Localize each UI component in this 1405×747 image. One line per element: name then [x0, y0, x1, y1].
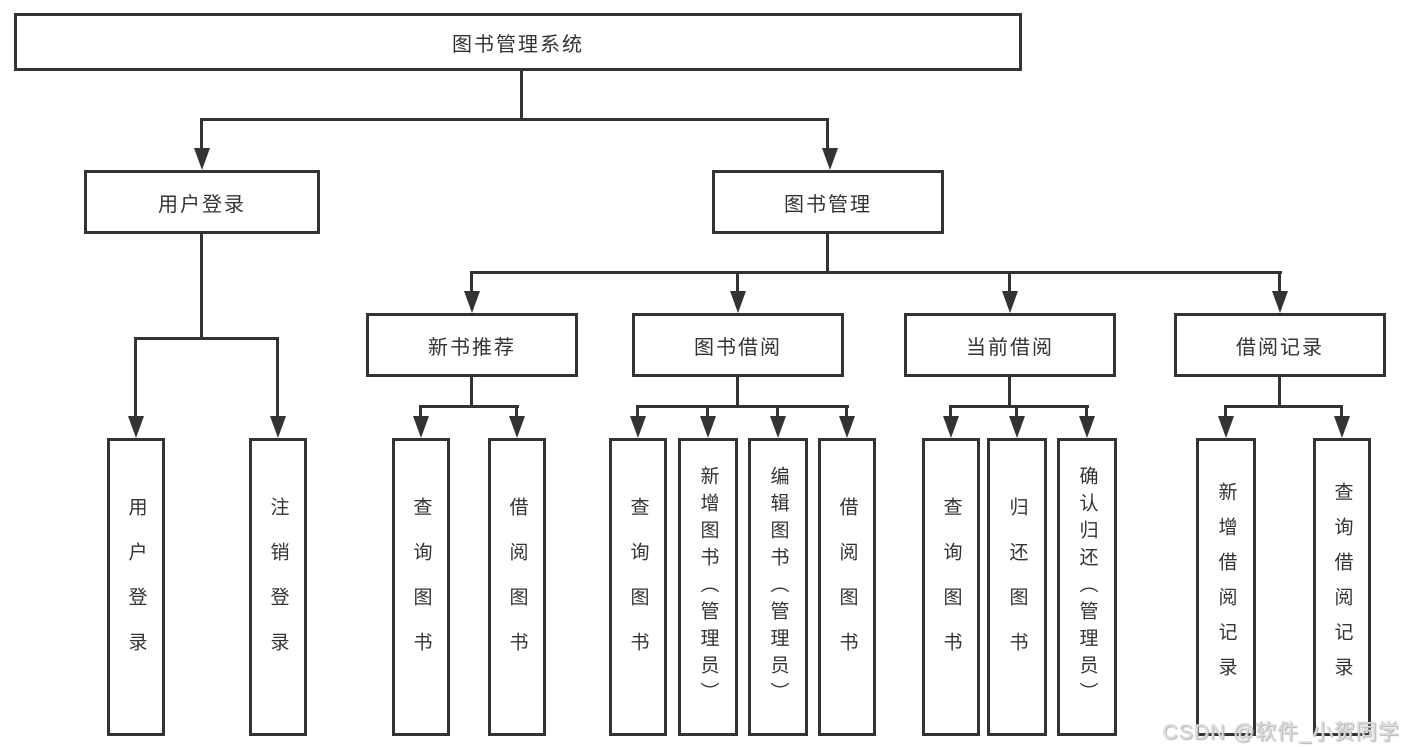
connector-line [636, 407, 639, 417]
node-label: 借阅图书 [506, 497, 528, 677]
connector-line [200, 120, 203, 150]
node-user-login: 用户登录 [84, 170, 320, 234]
connector-line [736, 273, 739, 292]
arrowhead-down-icon [822, 148, 838, 170]
arrowhead-down-icon [630, 416, 646, 438]
connector-line [826, 234, 829, 273]
connector-line [1278, 377, 1281, 408]
leaf-borrow-books: 借阅图书 [818, 438, 876, 736]
leaf-query-books-recommend: 查询图书 [392, 438, 450, 736]
node-book-borrowing: 图书借阅 [632, 313, 844, 377]
connector-line [1015, 407, 1018, 417]
connector-line [736, 377, 739, 408]
node-label: 图书借阅 [694, 336, 782, 359]
arrowhead-down-icon [1334, 416, 1350, 438]
node-label: 新增借阅记录 [1215, 482, 1237, 692]
leaf-edit-books-admin: 编辑图书（管理员） [748, 438, 808, 736]
node-label: 查询借阅记录 [1331, 482, 1353, 692]
connector-line [636, 405, 849, 408]
node-label: 归还图书 [1006, 497, 1028, 677]
connector-line [1224, 405, 1343, 408]
connector-line [1008, 377, 1011, 408]
node-label: 确认归还（管理员） [1076, 465, 1098, 709]
node-label: 查询图书 [410, 497, 432, 677]
connector-line [949, 405, 1089, 408]
leaf-user-login: 用户登录 [107, 438, 165, 736]
connector-line [706, 407, 709, 417]
connector-line [470, 377, 473, 408]
leaf-query-books-current: 查询图书 [922, 438, 980, 736]
connector-line [200, 118, 829, 121]
connector-line [515, 407, 518, 417]
arrowhead-down-icon [1272, 291, 1288, 313]
arrowhead-down-icon [839, 416, 855, 438]
arrowhead-down-icon [413, 416, 429, 438]
leaf-logout-login: 注销登录 [249, 438, 307, 736]
connector-line [200, 234, 203, 338]
node-label: 注销登录 [267, 497, 289, 677]
node-root-library-system: 图书管理系统 [14, 13, 1022, 71]
arrowhead-down-icon [700, 416, 716, 438]
node-label: 查询图书 [940, 497, 962, 677]
arrowhead-down-icon [509, 416, 525, 438]
connector-line [1278, 273, 1281, 292]
connector-line [1085, 407, 1088, 417]
arrowhead-down-icon [1218, 416, 1234, 438]
node-label: 查询图书 [627, 497, 649, 677]
connector-line [134, 339, 137, 417]
connector-line [949, 407, 952, 417]
node-label: 用户登录 [158, 193, 246, 216]
arrowhead-down-icon [770, 416, 786, 438]
node-book-management: 图书管理 [712, 170, 944, 234]
leaf-query-borrow-record: 查询借阅记录 [1313, 438, 1371, 736]
connector-line [470, 271, 1282, 274]
arrowhead-down-icon [1009, 416, 1025, 438]
connector-line [826, 120, 829, 150]
node-new-book-recommendation: 新书推荐 [366, 313, 578, 377]
arrowhead-down-icon [464, 291, 480, 313]
connector-line [470, 273, 473, 292]
arrowhead-down-icon [1079, 416, 1095, 438]
node-label: 借阅记录 [1236, 336, 1324, 359]
arrowhead-down-icon [730, 291, 746, 313]
leaf-return-books: 归还图书 [987, 438, 1047, 736]
arrowhead-down-icon [194, 148, 210, 170]
connector-line [520, 70, 523, 119]
connector-line [1224, 407, 1227, 417]
connector-line [1340, 407, 1343, 417]
node-label: 新书推荐 [428, 336, 516, 359]
node-label: 当前借阅 [966, 336, 1054, 359]
arrowhead-down-icon [128, 416, 144, 438]
connector-line [276, 339, 279, 417]
node-label: 图书管理系统 [452, 33, 584, 56]
connector-line [134, 337, 279, 340]
arrowhead-down-icon [270, 416, 286, 438]
leaf-confirm-return-admin: 确认归还（管理员） [1057, 438, 1117, 736]
connector-line [845, 407, 848, 417]
leaf-add-borrow-record: 新增借阅记录 [1196, 438, 1256, 736]
node-current-borrowing: 当前借阅 [904, 313, 1116, 377]
leaf-add-books-admin: 新增图书（管理员） [678, 438, 738, 736]
node-label: 用户登录 [125, 497, 147, 677]
node-label: 借阅图书 [836, 497, 858, 677]
csdn-watermark: CSDN @软件_小贺同学 [1162, 721, 1400, 744]
arrowhead-down-icon [943, 416, 959, 438]
connector-line [419, 405, 519, 408]
arrowhead-down-icon [1002, 291, 1018, 313]
node-label: 图书管理 [784, 193, 872, 216]
node-borrowing-records: 借阅记录 [1174, 313, 1386, 377]
connector-line [776, 407, 779, 417]
node-label: 新增图书（管理员） [697, 465, 719, 709]
connector-line [419, 407, 422, 417]
node-label: 编辑图书（管理员） [767, 465, 789, 709]
connector-line [1008, 273, 1011, 292]
leaf-query-books-borrow: 查询图书 [609, 438, 667, 736]
leaf-borrow-books-recommend: 借阅图书 [488, 438, 546, 736]
